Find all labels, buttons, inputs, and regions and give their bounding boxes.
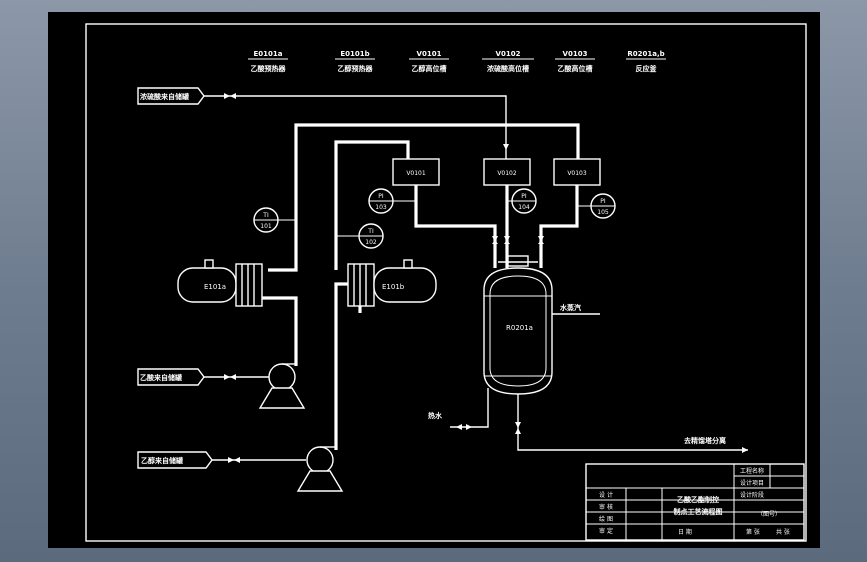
valve-icon [504, 236, 510, 244]
stream-acetic-in: 乙酸来自储罐 [137, 368, 205, 386]
instrument-tag: PI [521, 193, 527, 200]
instrument-tag: TI [367, 228, 374, 235]
valve-icon [228, 457, 240, 463]
legend-code: V0101 [417, 50, 442, 58]
valve-icon [515, 422, 521, 434]
stream-label: 乙醇来自储罐 [141, 456, 183, 465]
instrument-pi105: PI 105 [577, 193, 616, 219]
instrument-pi104: PI 104 [507, 188, 537, 214]
title-block-approve: 审 定 [599, 527, 613, 535]
instrument-num: 103 [375, 204, 387, 211]
legend-item-e0101a: E0101a 乙酸预热器 [248, 50, 288, 73]
acetic-pipe [204, 123, 580, 380]
drawing-border [85, 23, 807, 542]
legend-name: 乙酸预热器 [251, 64, 287, 73]
title-block-check: 审 核 [599, 503, 613, 511]
stream-label: 去精馏塔分离 [684, 436, 726, 445]
equipment-legend: E0101a 乙酸预热器 E0101b 乙醇预热器 V0101 乙醇高位槽 V0… [248, 50, 666, 73]
title-block-sheet: 第 张 [746, 528, 760, 536]
process-flow-diagram: E0101a 乙酸预热器 E0101b 乙醇预热器 V0101 乙醇高位槽 V0… [85, 23, 807, 542]
instrument-tag: PI [378, 193, 384, 200]
instrument-num: 101 [260, 223, 272, 230]
stream-steam: 水蒸汽 [552, 303, 600, 315]
stream-label: 热水 [428, 411, 443, 420]
tank-v0101: V0101 [392, 158, 440, 186]
valve-icon [538, 236, 544, 244]
tank-v0102: V0102 [483, 158, 531, 186]
title-block-stage: 设计阶段 [740, 491, 764, 499]
equipment-label: E101a [204, 283, 226, 291]
stream-label: 浓硫酸来自储罐 [140, 92, 189, 101]
stream-product-out: 去精馏塔分离 [515, 394, 748, 453]
stream-ethanol-in: 乙醇来自储罐 [137, 451, 213, 469]
pump-acetic [258, 363, 306, 409]
valve-icon [224, 374, 236, 380]
valve-icon [224, 93, 236, 99]
heat-exchanger-e101b: E101b [347, 259, 437, 307]
legend-name: 浓硫酸高位槽 [487, 64, 529, 73]
title-block-project: 工程名称 [740, 467, 764, 475]
arrow-icon [742, 447, 748, 453]
drawing-frame: E0101a 乙酸预热器 E0101b 乙醇预热器 V0101 乙醇高位槽 V0… [48, 12, 820, 548]
equipment-label: V0103 [567, 170, 587, 177]
tank-v0103: V0103 [553, 158, 601, 186]
legend-code: R0201a,b [627, 50, 664, 58]
valve-icon [492, 236, 498, 244]
equipment-label: E101b [382, 283, 405, 291]
legend-item-v0102: V0102 浓硫酸高位槽 [482, 50, 534, 73]
legend-code: V0102 [496, 50, 521, 58]
acid-pipe [204, 93, 509, 159]
drawing-title-line1: 乙酸乙酯制控 [677, 495, 719, 504]
tank-outlet-pipes [414, 185, 579, 268]
arrow-icon [503, 144, 509, 150]
heat-exchanger-e101a: E101a [177, 259, 263, 307]
reactor-r0201a: R0201a [483, 255, 553, 395]
instrument-num: 102 [365, 239, 377, 246]
title-block-item: 设计项目 [740, 479, 764, 487]
title-block-sheets-total: 共 张 [776, 528, 790, 536]
legend-item-v0103: V0103 乙酸高位槽 [555, 50, 595, 73]
legend-name: 反应釜 [636, 64, 658, 73]
legend-code: E0101a [254, 50, 283, 58]
legend-name: 乙醇高位槽 [412, 64, 447, 73]
instrument-ti102: TI 102 [336, 223, 384, 249]
valve-icon [456, 424, 472, 430]
legend-name: 乙酸高位槽 [558, 64, 593, 73]
instrument-ti101: TI 101 [253, 207, 296, 233]
title-block-drawing: 绘 图 [599, 515, 613, 523]
legend-item-e0101b: E0101b 乙醇预热器 [335, 50, 375, 73]
instrument-tag: PI [600, 198, 606, 205]
instrument-num: 104 [518, 204, 530, 211]
legend-name: 乙醇预热器 [338, 64, 374, 73]
title-block: 工程名称 设计项目 设计阶段 设 计 审 核 绘 图 审 定 乙酸乙酯制控 制点… [585, 463, 805, 541]
pump-ethanol [296, 446, 344, 492]
equipment-label: V0101 [406, 170, 426, 177]
equipment-label: V0102 [497, 170, 517, 177]
instrument-pi103: PI 103 [368, 188, 416, 214]
legend-code: E0101b [340, 50, 369, 58]
drawing-number: （图号） [757, 511, 781, 518]
legend-code: V0103 [563, 50, 588, 58]
stream-label: 乙酸来自储罐 [140, 373, 182, 382]
equipment-label: R0201a [506, 324, 533, 332]
stream-acid-in: 浓硫酸来自储罐 [137, 87, 205, 105]
legend-item-r0201: R0201a,b 反应釜 [626, 50, 666, 73]
drawing-title-line2: 制点工艺流程图 [674, 507, 723, 516]
instrument-num: 105 [597, 209, 609, 216]
title-block-date: 日 期 [678, 528, 692, 536]
legend-item-v0101: V0101 乙醇高位槽 [409, 50, 449, 73]
stream-label: 水蒸汽 [560, 303, 581, 312]
instrument-tag: TI [262, 212, 269, 219]
title-block-design: 设 计 [599, 491, 613, 499]
stream-hot-water: 热水 [428, 388, 489, 430]
